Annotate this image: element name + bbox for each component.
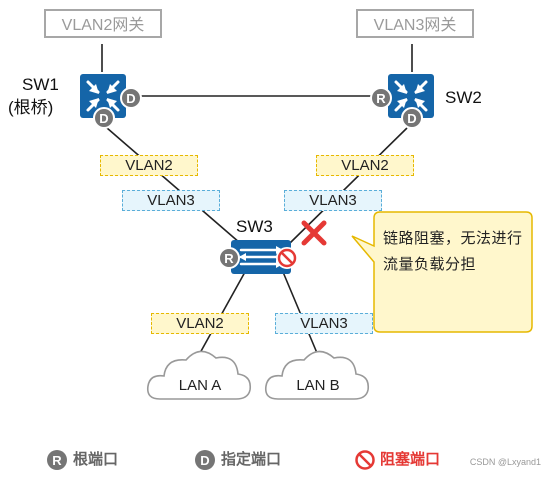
sw2-root-port: R [370, 87, 392, 109]
sw2-name: SW2 [445, 88, 482, 107]
svg-text:D: D [126, 91, 135, 106]
legend-root-port: 根端口 [73, 451, 119, 468]
svg-text:D: D [407, 111, 416, 126]
watermark: CSDN @Lxyand1 [469, 457, 541, 467]
callout-bubble [351, 211, 533, 333]
svg-text:D: D [99, 111, 108, 126]
lan-b-vlan-tag: VLAN3 [275, 313, 373, 334]
link-sw2-sw3 [289, 127, 408, 244]
lan-a-cloud-icon [146, 350, 252, 400]
legend-designated-port-icon: D [195, 450, 215, 470]
legend-designated-port: 指定端口 [221, 451, 282, 468]
links [101, 44, 413, 354]
sw2-designated-port-bottom: D [401, 107, 423, 129]
sw3-blocked-port-icon [276, 247, 298, 269]
sw1-vlan3-tag: VLAN3 [122, 190, 220, 211]
lan-a-vlan-tag: VLAN2 [151, 313, 249, 334]
blocked-link-x-icon [301, 220, 327, 246]
svg-text:R: R [224, 251, 234, 266]
link-sw1-sw3 [106, 127, 241, 244]
vlan3-gateway: VLAN3网关 [356, 9, 474, 38]
legend-blocked-port: 阻塞端口 [380, 451, 441, 468]
sw2-vlan2-tag: VLAN2 [316, 155, 414, 176]
lan-b-cloud-icon [264, 350, 370, 400]
sw1-root-bridge-note: (根桥) [8, 98, 54, 117]
lan-a-label: LAN A [178, 377, 222, 394]
svg-text:R: R [52, 453, 62, 468]
sw3-switch-icon [231, 240, 291, 274]
sw2-vlan3-tag: VLAN3 [284, 190, 382, 211]
link-sw3-lan-b [282, 271, 318, 354]
sw2-switch-icon [388, 74, 434, 118]
sw3-name: SW3 [236, 217, 273, 236]
svg-text:D: D [200, 453, 209, 468]
legend-blocked-port-icon [355, 450, 375, 470]
sw3-root-port: R [218, 247, 240, 269]
vlan2-gateway: VLAN2网关 [44, 9, 162, 38]
callout-text: 链路阻塞，无法进行流量负载分担 [383, 230, 523, 273]
lan-b-label: LAN B [296, 377, 340, 394]
sw1-designated-port-right: D [120, 87, 142, 109]
sw1-designated-port-bottom: D [93, 107, 115, 129]
link-sw3-lan-a [199, 271, 246, 354]
sw1-vlan2-tag: VLAN2 [100, 155, 198, 176]
legend-root-port-icon: R [47, 450, 67, 470]
sw1-name: SW1 [22, 75, 59, 94]
svg-text:R: R [376, 91, 386, 106]
sw1-switch-icon [80, 74, 126, 118]
